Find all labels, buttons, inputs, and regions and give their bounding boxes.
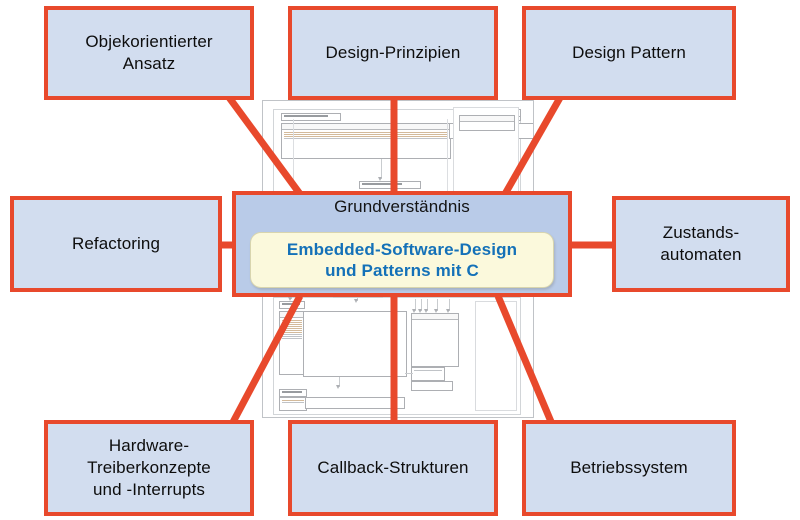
node-label-line1: Zustands- <box>662 223 740 243</box>
node-grundverstaendnis[interactable]: Grundverständnis Embedded-Software-Desig… <box>232 191 572 297</box>
node-design-pattern[interactable]: Design Pattern <box>522 6 736 100</box>
connector-oo-to-center <box>225 93 303 197</box>
node-label: Refactoring <box>71 234 161 254</box>
node-label-line2: automaten <box>660 245 742 264</box>
node-refactoring[interactable]: Refactoring <box>10 196 222 292</box>
node-label: Objekorientierter Ansatz <box>73 31 224 75</box>
node-label: Hardware- Treiberkonzepte und -Interrupt… <box>75 435 223 500</box>
node-label-line3: und -Interrupts <box>92 479 206 499</box>
node-label-line2: Ansatz <box>122 54 176 73</box>
node-callback-strukturen[interactable]: Callback-Strukturen <box>288 420 498 516</box>
node-label-line1: Objekorientierter <box>85 32 213 52</box>
node-label: Zustands- automaten <box>648 222 753 266</box>
node-label: Design-Prinzipien <box>325 43 461 63</box>
center-highlight-label: Embedded-Software-Design und Patterns mi… <box>287 239 517 282</box>
center-highlight-box[interactable]: Embedded-Software-Design und Patterns mi… <box>250 232 554 288</box>
node-label-line2: Treiberkonzepte <box>87 458 211 478</box>
node-zustandsautomaten[interactable]: Zustands- automaten <box>612 196 790 292</box>
node-design-prinzipien[interactable]: Design-Prinzipien <box>288 6 498 100</box>
center-highlight-line2: und Patterns mit C <box>325 261 479 280</box>
node-betriebssystem[interactable]: Betriebssystem <box>522 420 736 516</box>
node-objektorientierter-ansatz[interactable]: Objekorientierter Ansatz <box>44 6 254 100</box>
connector-hardware-to-center <box>228 294 304 426</box>
node-label: Callback-Strukturen <box>317 458 469 478</box>
node-label: Betriebssystem <box>570 458 688 478</box>
node-label-line1: Hardware- <box>108 436 190 456</box>
center-title: Grundverständnis <box>334 197 470 216</box>
node-label: Design Pattern <box>572 43 686 63</box>
node-hardware-treiberkonzepte[interactable]: Hardware- Treiberkonzepte und -Interrupt… <box>44 420 254 516</box>
center-highlight-line1: Embedded-Software-Design <box>286 239 518 259</box>
connector-pattern-to-center <box>501 94 565 196</box>
connector-betriebssystem-to-center <box>494 294 556 426</box>
